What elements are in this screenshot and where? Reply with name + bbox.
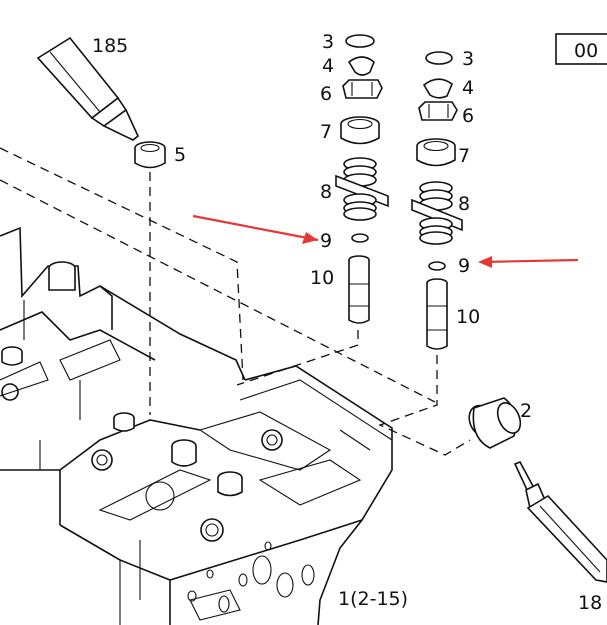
valve-stack-right: 3 4 6 7 8 9 10 xyxy=(411,48,480,350)
label-left-3: 3 xyxy=(322,31,334,53)
cap-2: 2 xyxy=(468,397,532,449)
valve-boss-3 xyxy=(217,471,243,497)
label-cylinder-head: 1(2-15) xyxy=(338,588,408,610)
collet-right xyxy=(422,78,453,99)
guide-line-valve-left xyxy=(236,330,359,386)
red-arrow-left xyxy=(192,214,319,244)
reference-box: 00 xyxy=(555,33,607,65)
reference-box-text: 00 xyxy=(574,40,598,62)
seal-ring-right xyxy=(428,261,446,271)
label-left-10: 10 xyxy=(310,267,334,289)
collet-left xyxy=(347,56,375,76)
clip-right xyxy=(418,101,458,121)
label-right-4: 4 xyxy=(462,77,474,99)
guide-line-valve-right xyxy=(378,355,471,456)
retainer-ring-left xyxy=(345,34,375,48)
spring-left xyxy=(335,157,389,221)
label-left-9: 9 xyxy=(320,230,332,252)
valve-stack-left: 3 4 6 7 8 9 10 xyxy=(310,31,389,324)
seal-ring-left xyxy=(351,233,369,243)
red-arrow-right xyxy=(478,256,579,268)
valve-guide-left xyxy=(348,255,370,324)
label-left-6: 6 xyxy=(320,83,332,105)
clip-left xyxy=(342,79,383,99)
valve-guide-right xyxy=(426,278,448,350)
sealant-tube-top: 185 xyxy=(36,35,139,141)
label-right-10: 10 xyxy=(456,306,480,328)
valve-boss-2 xyxy=(171,439,197,467)
plug-5: 5 xyxy=(134,141,186,169)
label-right-6: 6 xyxy=(462,105,474,127)
label-left-7: 7 xyxy=(320,121,332,143)
label-right-7: 7 xyxy=(458,145,470,167)
label-5: 5 xyxy=(174,144,186,166)
label-2: 2 xyxy=(520,400,532,422)
label-right-8: 8 xyxy=(458,193,470,215)
spring-right xyxy=(411,181,463,245)
guide-line-left-lower xyxy=(0,179,436,403)
label-right-9: 9 xyxy=(458,255,470,277)
valve-boss-1 xyxy=(113,412,135,432)
label-right-3: 3 xyxy=(462,48,474,70)
retainer-ring-right xyxy=(425,51,453,65)
valve-boss-5 xyxy=(48,261,76,291)
label-left-4: 4 xyxy=(322,55,334,77)
sealant-tube-bottom: 18 xyxy=(513,460,607,614)
label-18: 18 xyxy=(578,592,602,614)
label-left-8: 8 xyxy=(320,181,332,203)
label-185: 185 xyxy=(92,35,128,57)
cylinder-head: 1(2-15) xyxy=(0,226,408,625)
guide-line-left-upper xyxy=(0,147,244,381)
valve-boss-4 xyxy=(1,346,23,366)
